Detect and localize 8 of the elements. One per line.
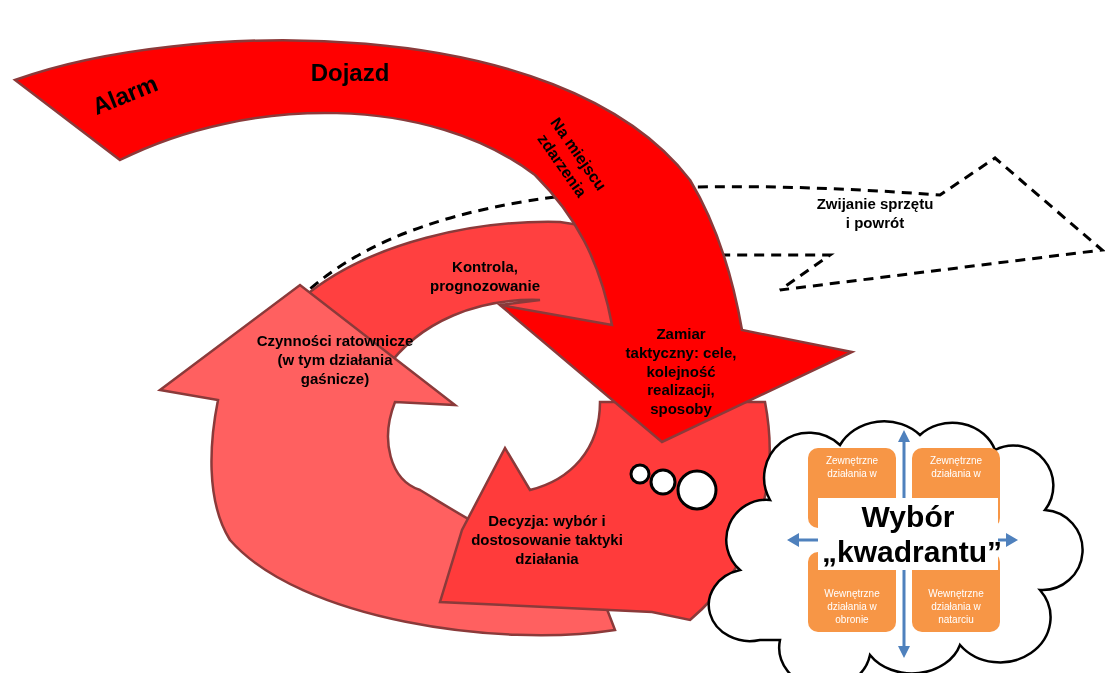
title-label: Wybór „kwadrantu”	[818, 498, 998, 570]
arrow-label: Czynności ratownicze (w tym działania gaśnicze)	[255, 332, 415, 389]
arrow-label: Alarm	[87, 68, 163, 122]
arrow-label: Zwijanie sprzętu i powrót	[815, 195, 935, 233]
arrow-label: Kontrola, prognozowanie	[429, 258, 541, 296]
arrow-label: Zamiar taktyczny: cele, kolejność realizacji, sposoby	[624, 325, 738, 419]
arrow-label: Decyzja: wybór i dostosowanie taktyki działania	[470, 512, 624, 569]
arrow-label: Dojazd	[309, 58, 391, 88]
